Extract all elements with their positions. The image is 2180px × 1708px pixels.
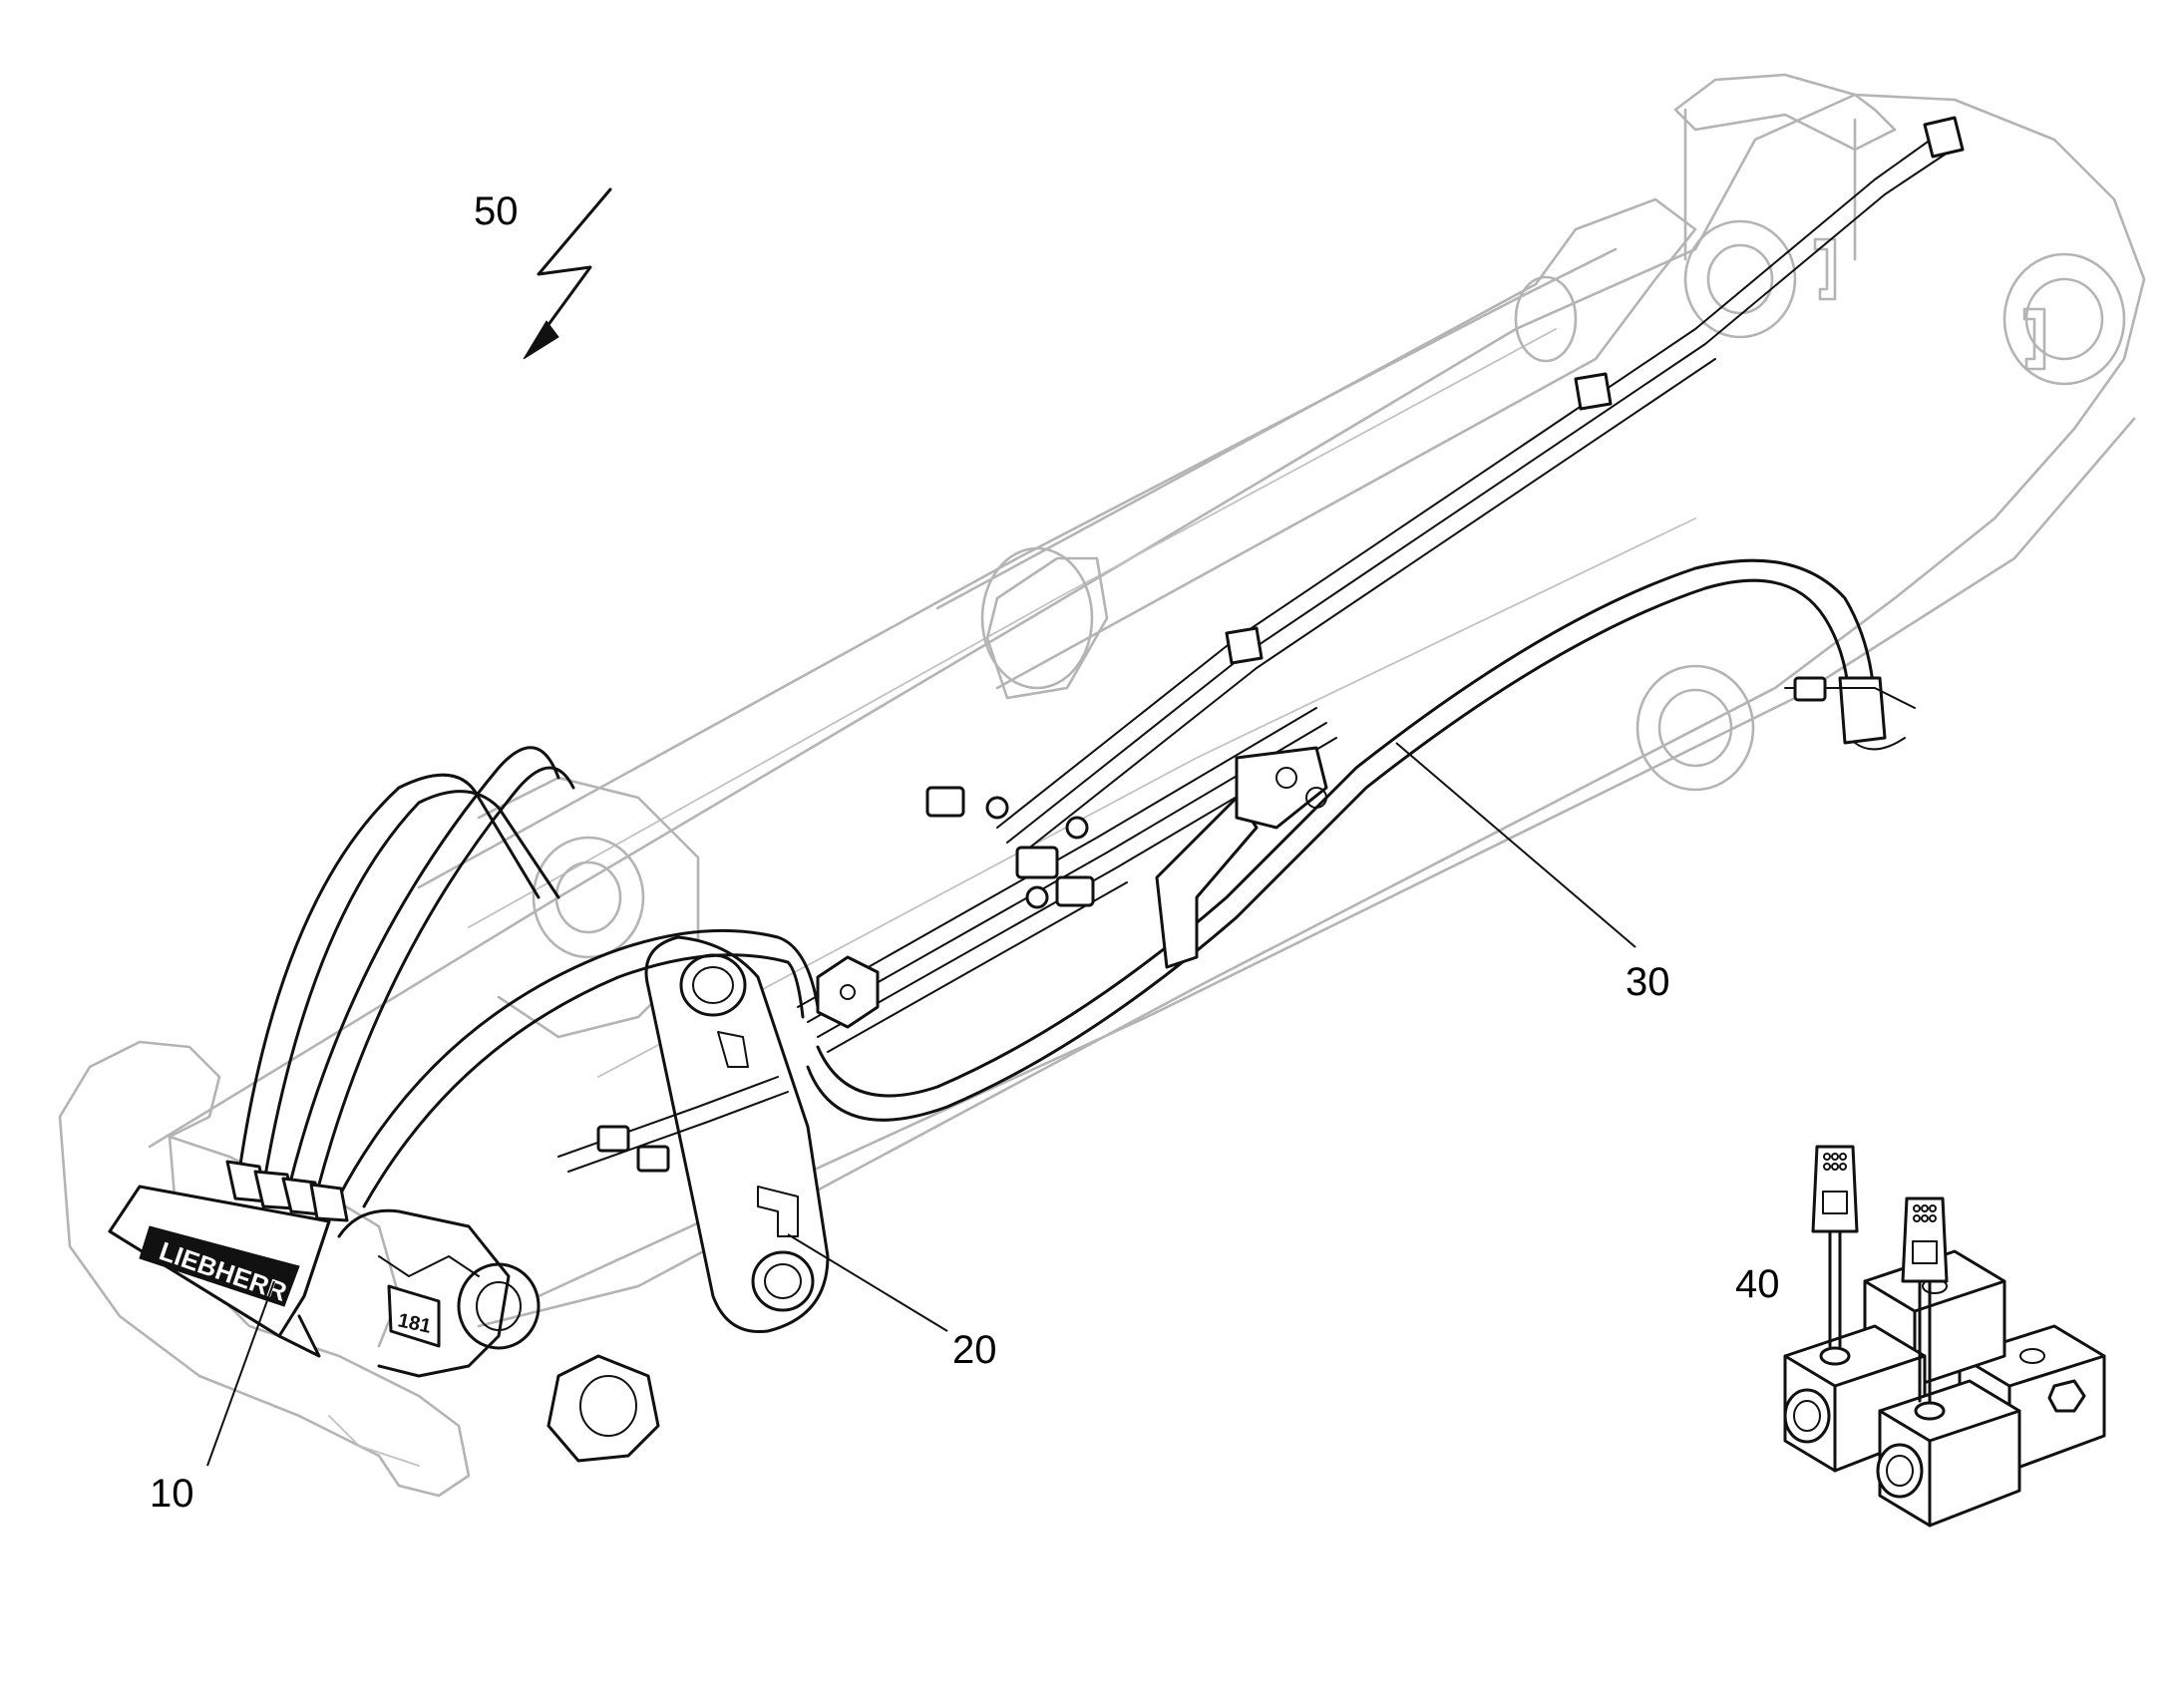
callout-30: 30	[1626, 960, 1670, 1004]
boom-pipes	[557, 116, 1965, 1173]
callout-40: 40	[1735, 1262, 1780, 1306]
boom-outline	[58, 73, 2146, 1498]
quick-coupler: 181	[337, 1208, 660, 1463]
valve-block-assembly	[1783, 1145, 2106, 1528]
leader-10	[206, 1280, 275, 1467]
link-plate	[644, 935, 830, 1334]
leader-20	[787, 1233, 948, 1332]
callout-10: 10	[150, 1472, 194, 1516]
coupler-plate-181: 181	[387, 1284, 441, 1348]
liebherr-connector-block: LIEBHERR	[108, 1185, 331, 1358]
leader-lines	[206, 742, 1636, 1467]
callout-50: 50	[474, 189, 519, 233]
large-hose	[806, 558, 1916, 1122]
lightning-icon	[523, 187, 612, 360]
callout-20: 20	[952, 1328, 997, 1372]
leader-30	[1395, 742, 1636, 948]
coupler-hoses	[225, 746, 820, 1222]
